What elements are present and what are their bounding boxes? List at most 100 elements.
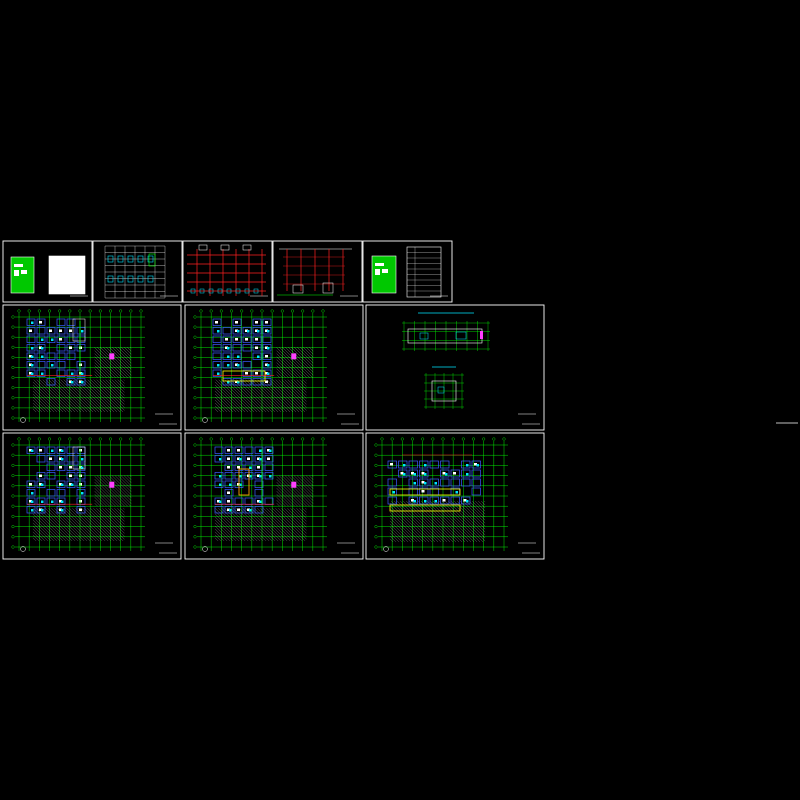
axis-bubble: [209, 309, 213, 313]
axis-bubble: [48, 309, 52, 313]
axis-bubble: [374, 453, 378, 457]
sheet-legend-table: [92, 240, 183, 303]
sheet-border: [362, 240, 453, 303]
axis-bubble: [311, 437, 315, 441]
sheet-border: [184, 304, 364, 431]
hatch-line: [436, 500, 478, 543]
hatch-line: [87, 508, 121, 541]
hatch-line: [311, 475, 314, 477]
room-outline: [214, 480, 224, 488]
room-outline: [56, 352, 66, 360]
fixture-mark: [51, 364, 54, 367]
hatch-line: [275, 508, 307, 540]
hatch-line: [276, 482, 301, 507]
axis-bubble: [129, 309, 133, 313]
fixture-mark: [41, 500, 44, 503]
hatch-line: [276, 491, 292, 507]
detail-fixture: [437, 386, 445, 394]
axis-bubble: [11, 416, 15, 420]
fixture-mark: [269, 449, 272, 452]
room-outline: [46, 472, 56, 480]
hatch-line: [297, 347, 314, 364]
hatch-line: [296, 475, 314, 492]
hatch-line: [287, 508, 307, 528]
hatch-line: [99, 379, 125, 405]
valve-symbol: [217, 288, 223, 294]
room-outline: [66, 318, 76, 326]
fixture-mark: [219, 500, 222, 503]
fixture-mark: [257, 466, 260, 469]
hatch-line: [248, 508, 282, 541]
fixture-mark: [69, 380, 72, 383]
room-outline: [56, 318, 66, 326]
hatch-line: [230, 508, 264, 541]
axis-bubble: [11, 315, 15, 319]
hatch-line: [60, 379, 94, 413]
hatch-line: [90, 379, 124, 413]
axis-bubble: [193, 355, 197, 359]
hatch-line: [60, 508, 94, 541]
room-outline: [224, 506, 234, 514]
fixture-mark: [265, 321, 268, 324]
fixture-mark: [41, 338, 44, 341]
hatch-line: [430, 500, 472, 543]
hatch-line: [418, 500, 460, 543]
room-outline: [222, 352, 232, 360]
room-outline: [66, 472, 76, 480]
axis-bubble: [199, 437, 203, 441]
fixture-mark: [237, 508, 240, 511]
hatch-line: [63, 508, 97, 541]
hatch-line: [214, 390, 237, 413]
fixture-mark: [227, 457, 230, 460]
hatch-line: [394, 500, 436, 543]
hatch-line: [32, 516, 58, 541]
room-outline: [429, 460, 439, 469]
fixture-mark: [235, 321, 238, 324]
room-outline: [224, 446, 234, 454]
fixture-mark: [39, 346, 42, 349]
axis-bubble: [451, 437, 455, 441]
hatch-line: [114, 475, 132, 492]
fixture-mark: [69, 346, 72, 349]
hatch-line: [239, 379, 273, 413]
fixture-mark: [79, 372, 82, 375]
fixture-mark: [219, 483, 222, 486]
room-outline: [264, 446, 274, 454]
hatch-line: [108, 379, 125, 396]
fixture-mark: [424, 473, 427, 476]
hatch-line: [275, 379, 307, 411]
fixture-mark: [400, 472, 404, 475]
hatch-line: [276, 356, 298, 378]
hatch-line: [218, 379, 252, 413]
fixture-mark: [227, 364, 230, 367]
valve-symbol: [208, 288, 214, 294]
hatch-line: [403, 500, 445, 543]
room-outline: [66, 463, 76, 471]
cover-mark: [14, 270, 19, 276]
room-outline: [398, 469, 408, 478]
hatch-line: [94, 365, 107, 378]
axis-bubble: [78, 309, 82, 313]
hatch-line: [94, 350, 122, 378]
hatch-line: [45, 379, 79, 413]
hatch-line: [276, 365, 289, 378]
room-outline: [254, 497, 264, 505]
room-outline: [252, 335, 262, 343]
hatch-line: [251, 508, 285, 541]
accent-fixture: [109, 353, 115, 360]
room-outline: [419, 469, 429, 478]
north-arrow-icon: [383, 546, 389, 552]
hatch-line: [224, 508, 258, 541]
fixture-mark: [29, 500, 32, 503]
hatch-line: [96, 379, 125, 408]
hatch-line: [276, 347, 307, 378]
axis-bubble: [139, 437, 143, 441]
hatch-line: [39, 379, 73, 413]
room-outline: [46, 327, 56, 335]
hatch-line: [406, 500, 448, 543]
hatch-line: [389, 535, 397, 543]
hatch-line: [97, 347, 128, 378]
detail-room-outline: [431, 380, 457, 402]
fixture-mark: [249, 509, 252, 512]
fixture-mark: [229, 509, 232, 512]
